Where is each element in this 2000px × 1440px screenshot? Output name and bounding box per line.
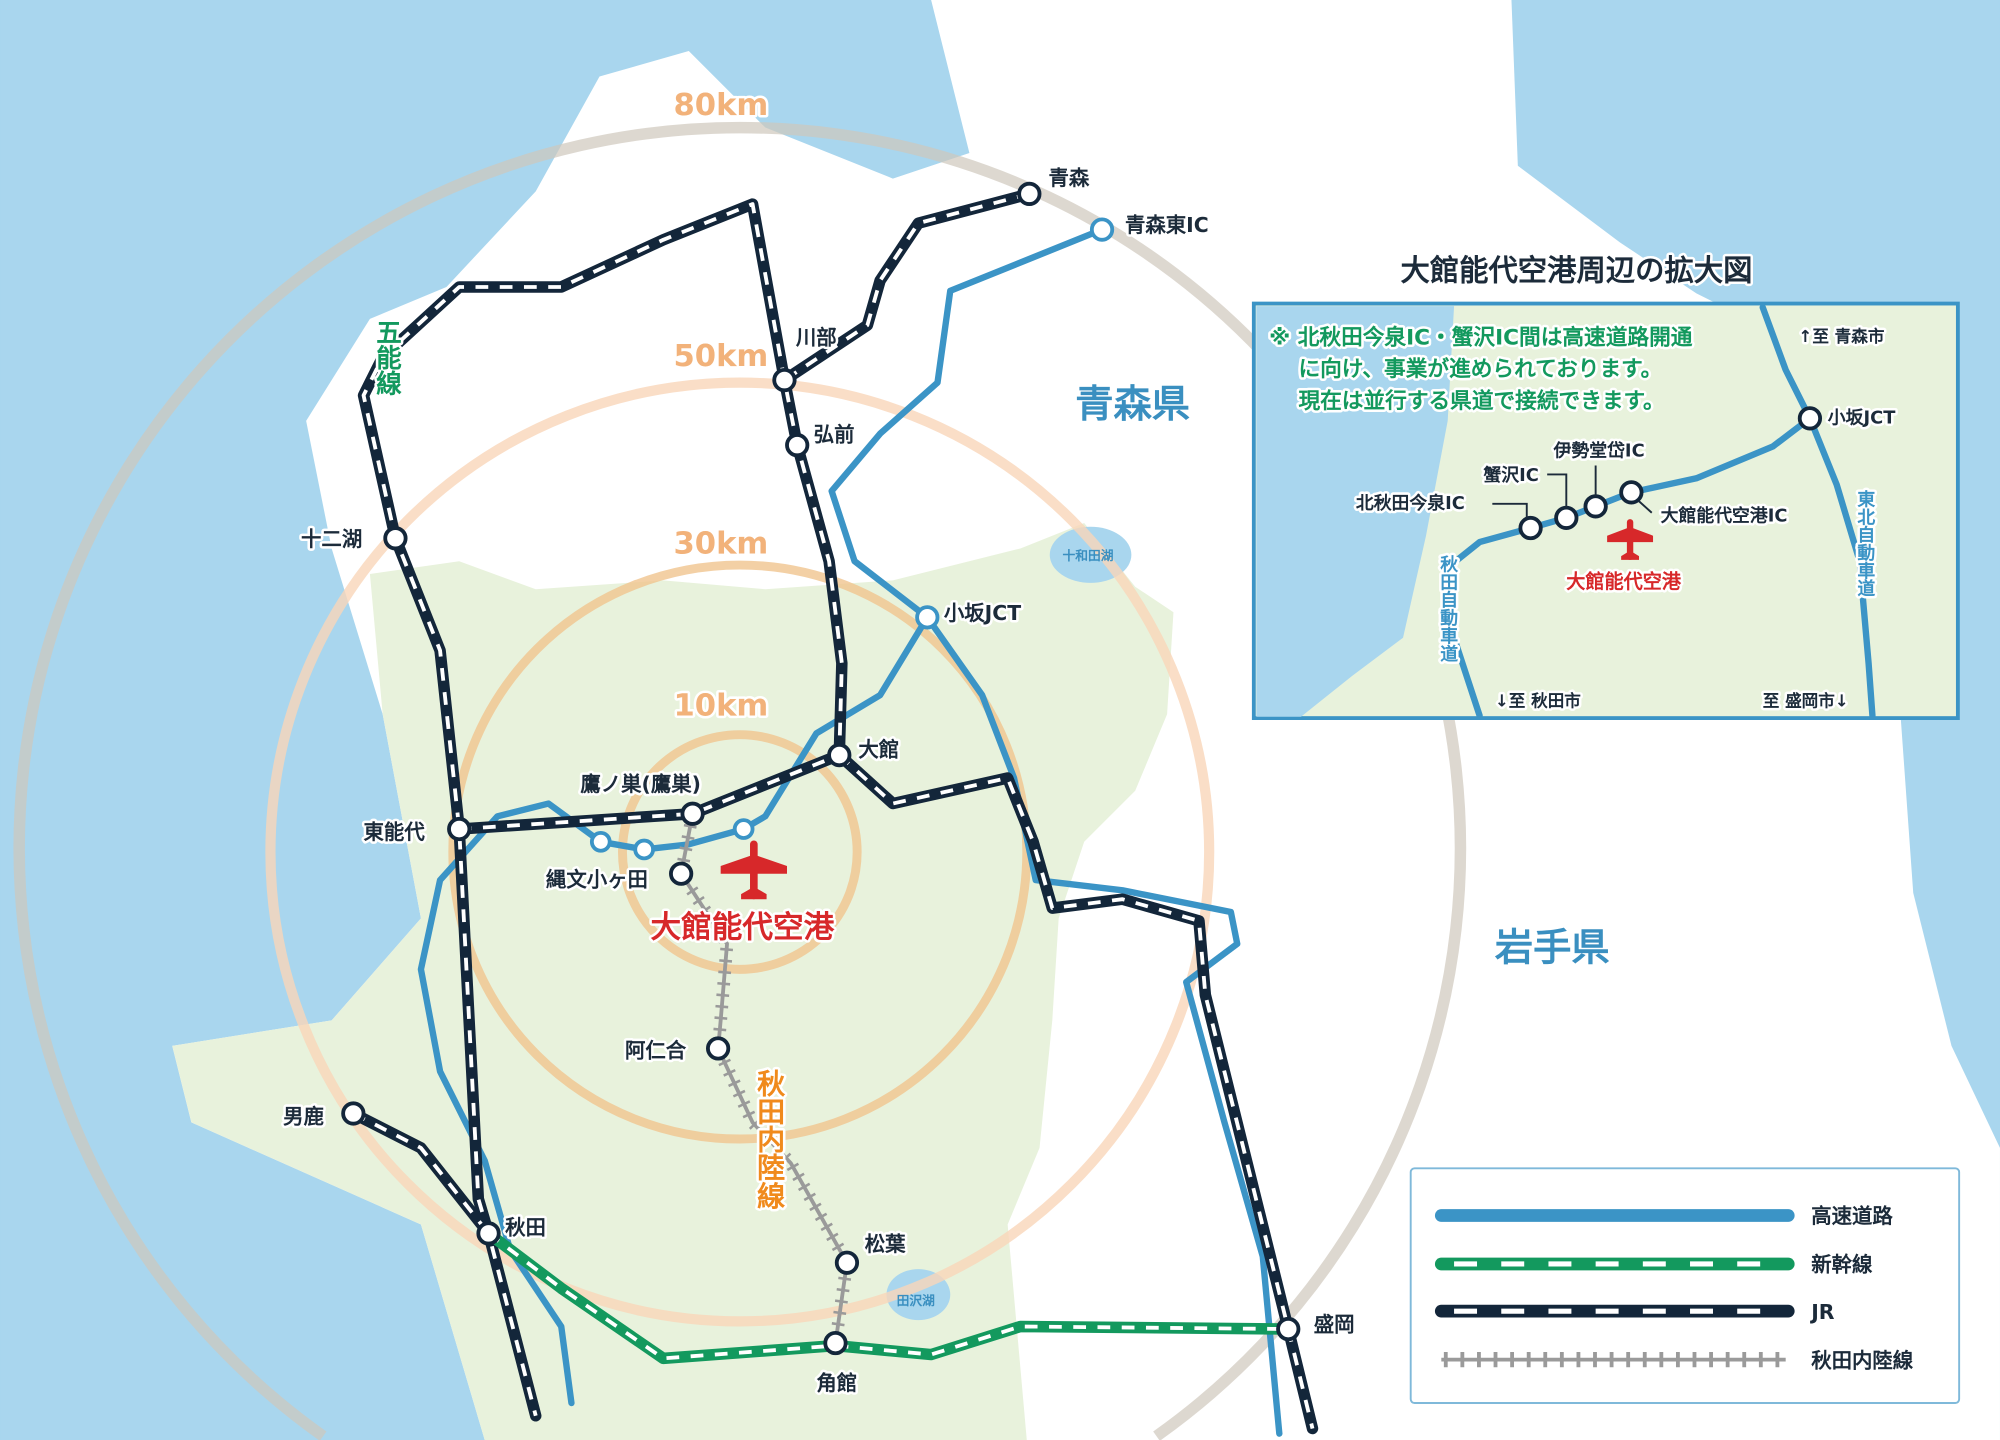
label-hirosaki: 弘前: [814, 422, 855, 446]
expressway-akita: [417, 614, 931, 1407]
station-oga[interactable]: [341, 1101, 366, 1126]
inset-label-airport-ic: 大館能代空港IC: [1661, 505, 1788, 527]
label-aomori: 青森: [1048, 166, 1089, 190]
station-odate[interactable]: [827, 742, 852, 768]
inset-label-kitaakita-imaizumi-ic: 北秋田今泉IC: [1356, 492, 1465, 514]
inset-note-line-2: に向け、事業が進められております。: [1298, 356, 1662, 382]
land-akita: [172, 522, 1174, 1440]
label-aomori-higashi-ic: 青森東IC: [1125, 213, 1209, 237]
inset-label-isedotai-ic: 伊勢堂岱IC: [1553, 440, 1645, 462]
station-aomori[interactable]: [1017, 181, 1042, 206]
label-higashi-noshiro: 東能代: [364, 820, 426, 844]
jr-hanawa-line-dash: [838, 753, 1315, 1429]
legend: 高速道路 新幹線 JR 秋田内陸線: [1409, 1167, 1961, 1404]
inset-label-kosaka-jct: 小坂JCT: [1828, 407, 1896, 428]
expressway-tohoku: [924, 614, 1283, 1437]
inset-title: 大館能代空港周辺の拡大図: [1400, 254, 1752, 288]
legend-label-nairiku: 秋田内陸線: [1811, 1348, 1914, 1372]
label-gono-line: 五能線: [372, 319, 402, 396]
label-takanosu: 鷹ノ巣(鷹巣): [580, 772, 701, 796]
label-kosaka-jct: 小坂JCT: [944, 601, 1021, 625]
inset-sea: [1256, 306, 1455, 717]
airplane-icon: [720, 840, 787, 900]
ic-aomori-higashi[interactable]: [1089, 217, 1115, 242]
inset-label-airport: 大館能代空港: [1566, 570, 1682, 593]
ring-80km: [13, 121, 1467, 1440]
ring-label-80km: 80km: [673, 88, 768, 123]
legend-label-expressway: 高速道路: [1811, 1204, 1893, 1228]
legend-label-jr: JR: [1809, 1300, 1835, 1324]
jr-oga-line-dash: [352, 1111, 491, 1235]
station-aniai[interactable]: [706, 1036, 731, 1061]
label-jomon-ogata: 縄文小ヶ田: [546, 867, 648, 891]
label-morioka: 盛岡: [1314, 1313, 1355, 1337]
label-nairiku-line: 秋田内陸線: [753, 1069, 786, 1210]
station-matsuba[interactable]: [834, 1250, 860, 1275]
ic-1[interactable]: [589, 830, 612, 853]
label-iwate-pref: 岩手県: [1495, 925, 1610, 970]
label-kawabe: 川部: [795, 325, 837, 349]
label-juniko: 十二湖: [301, 527, 362, 551]
station-kakunodate[interactable]: [823, 1330, 848, 1356]
ring-50km: [265, 377, 1215, 1327]
label-aomori-pref: 青森県: [1075, 382, 1190, 427]
ic-3[interactable]: [732, 818, 755, 840]
inset-map: [1251, 301, 1960, 720]
label-kakunodate: 角館: [816, 1371, 857, 1395]
station-kawabe[interactable]: [772, 367, 797, 393]
inset-to-aomori: ↑至 青森市: [1798, 326, 1884, 346]
ic-2[interactable]: [633, 838, 655, 861]
legend-label-shinkansen: 新幹線: [1811, 1253, 1873, 1277]
ring-label-10km: 10km: [673, 689, 768, 724]
ring-label-50km: 50km: [673, 339, 768, 374]
inset-label-akita-expressway: 秋田自動車道: [1437, 554, 1458, 662]
label-lake-tazawa: 田沢湖: [897, 1293, 935, 1309]
label-odate: 大館: [858, 737, 899, 761]
inset-kosaka-jct[interactable]: [1797, 406, 1823, 431]
station-takanosu[interactable]: [680, 801, 705, 826]
inset-expressway-tohoku: [1759, 304, 1876, 719]
station-juniko[interactable]: [383, 526, 408, 551]
inset-leaders: [1492, 465, 1653, 518]
station-jomon-ogata[interactable]: [669, 861, 694, 886]
inset-label-tohoku-expressway: 東北自動車道: [1854, 488, 1875, 596]
inset-label-kanizawa-ic: 蟹沢IC: [1482, 464, 1538, 486]
label-matsuba: 松葉: [865, 1232, 906, 1256]
ring-label-30km: 30km: [673, 527, 768, 562]
inset-kitaakita-imaizumi-ic[interactable]: [1518, 515, 1543, 541]
station-akita[interactable]: [476, 1221, 501, 1246]
station-morioka[interactable]: [1276, 1316, 1301, 1342]
station-hirosaki[interactable]: [785, 433, 810, 458]
inset-kanizawa-ic[interactable]: [1554, 505, 1579, 530]
inset-to-akita: ↓至 秋田市: [1495, 691, 1581, 711]
label-lake-towada: 十和田湖: [1062, 548, 1113, 564]
expressway-aomori: [828, 226, 1106, 621]
inset-note-line-3: 現在は並行する県道で接続できます。: [1298, 388, 1664, 414]
label-oga: 男鹿: [283, 1105, 324, 1129]
inset-isedotai-ic[interactable]: [1583, 494, 1608, 519]
jct-kosaka[interactable]: [915, 605, 940, 630]
label-aniai: 阿仁合: [625, 1038, 687, 1062]
label-akita: 秋田: [505, 1216, 546, 1240]
inset-airplane-icon: [1607, 519, 1654, 560]
jr-gono-line-dash: [361, 202, 787, 1417]
inset-to-morioka: 至 盛岡市↓: [1763, 691, 1849, 711]
label-airport: 大館能代空港: [651, 909, 835, 945]
inset-airport-ic[interactable]: [1619, 480, 1644, 505]
station-higashi-noshiro[interactable]: [447, 816, 472, 842]
inset-note-line-1: ※ 北秋田今泉IC・蟹沢IC間は高速道路開通: [1269, 324, 1693, 350]
ring-10km: [617, 730, 862, 974]
